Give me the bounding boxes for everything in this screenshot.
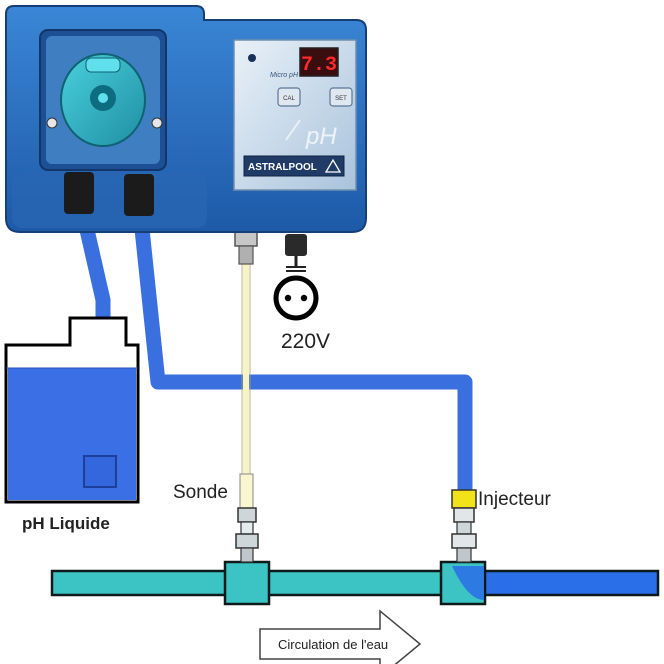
ph-probe	[235, 262, 259, 563]
power-plug	[273, 234, 319, 321]
foot-filter	[83, 455, 117, 488]
probe-tee-fitting	[223, 560, 271, 606]
suction-connector	[64, 172, 94, 214]
discharge-tube	[132, 209, 473, 490]
set-button[interactable]	[329, 87, 353, 107]
cal-button-label: CAL	[283, 96, 295, 102]
flow-label: Circulation de l'eau	[278, 637, 388, 652]
injector	[451, 489, 477, 563]
set-button-label: SET	[335, 96, 347, 102]
model-label: Micro pH	[270, 72, 299, 79]
injector-label: Injecteur	[478, 489, 552, 510]
tank-label: pH Liquide	[22, 514, 110, 533]
control-panel	[233, 39, 357, 191]
power-label: 220V	[281, 330, 330, 353]
chemical-tank	[4, 316, 140, 504]
dosing-pump: 7.3 Micro pH CAL SET pH ASTRALPOOL	[5, 5, 367, 265]
status-led	[248, 54, 256, 62]
flow-arrow	[259, 609, 422, 664]
panel-ph-mark: pH	[305, 123, 337, 150]
probe-label: Sonde	[173, 482, 228, 503]
brand-name: ASTRALPOOL	[248, 162, 317, 173]
ph-display	[299, 47, 339, 77]
brand-plate	[243, 155, 345, 177]
main-pipe	[50, 560, 660, 606]
ph-display-value: 7.3	[301, 54, 337, 77]
discharge-connector	[124, 174, 154, 216]
cal-button[interactable]	[277, 87, 301, 107]
